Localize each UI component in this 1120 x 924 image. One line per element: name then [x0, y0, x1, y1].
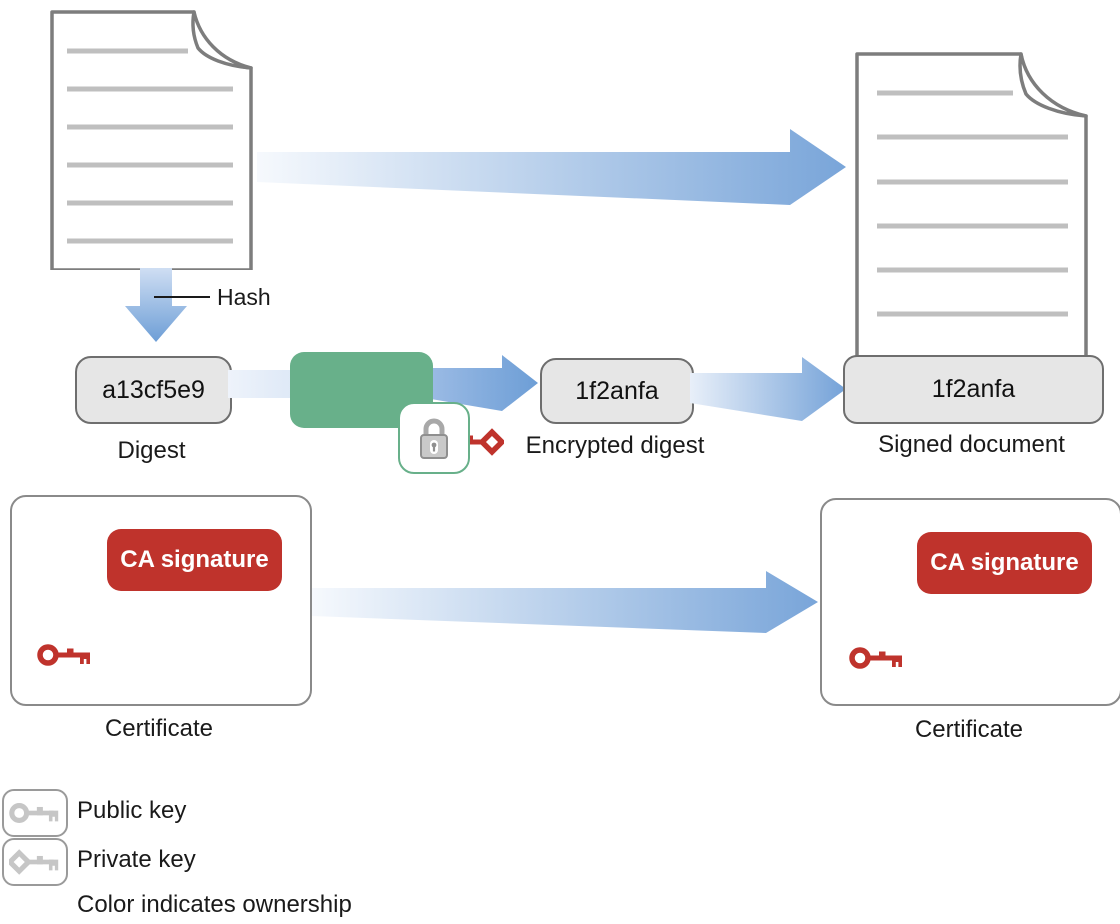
certificate-right-caption: Certificate — [914, 716, 1024, 743]
ca-signature-badge: CA signature — [917, 532, 1092, 594]
private-key-icon — [9, 849, 59, 875]
arrow-encrypt-to-digest — [425, 355, 538, 411]
certificate-left-caption: Certificate — [104, 715, 214, 742]
encrypted-digest-box: 1f2anfa — [540, 358, 694, 424]
ca-signature-badge: CA signature — [107, 529, 282, 591]
lock-badge — [398, 402, 470, 474]
signed-document-caption: Signed document — [878, 431, 1065, 458]
arrow-digest-to-encrypt — [228, 370, 298, 398]
certificate-left: CA signature — [10, 495, 312, 706]
legend-ownership-note: Color indicates ownership — [77, 891, 352, 918]
document-icon — [50, 10, 253, 270]
lock-icon — [420, 418, 448, 459]
legend-public-key-label: Public key — [77, 797, 187, 824]
document-icon — [855, 52, 1088, 360]
signed-digest-bar: 1f2anfa — [843, 355, 1104, 424]
digest-box: a13cf5e9 — [75, 356, 232, 424]
digest-caption: Digest — [117, 437, 186, 464]
down-arrow-icon — [125, 268, 187, 342]
hash-label: Hash — [217, 284, 271, 310]
certificate-right: CA signature — [820, 498, 1120, 706]
public-key-icon — [37, 644, 90, 666]
public-key-icon — [849, 647, 902, 669]
arrow-document-to-signed — [257, 129, 846, 205]
public-key-icon — [9, 803, 59, 823]
arrow-certificate-to-certificate — [312, 571, 818, 633]
legend-private-key-box — [2, 838, 68, 886]
encrypted-digest-caption: Encrypted digest — [525, 432, 705, 459]
legend-public-key-box — [2, 789, 68, 837]
hash-callout-line — [154, 296, 210, 298]
legend-private-key-label: Private key — [77, 846, 196, 873]
arrow-digest-to-signed — [690, 357, 846, 421]
